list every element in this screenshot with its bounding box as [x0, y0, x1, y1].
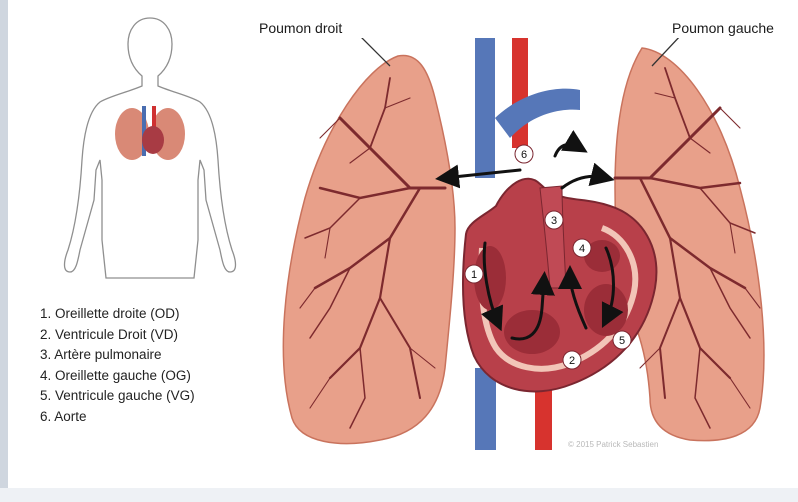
left-border-strip: [0, 0, 8, 502]
body-silhouette: [50, 10, 250, 290]
right-lung-leader: [358, 38, 390, 66]
legend-item-3: 3. Artère pulmonaire: [40, 345, 195, 366]
marker-2: 2: [563, 351, 581, 369]
legend-item-2: 2. Ventricule Droit (VD): [40, 325, 195, 346]
image-credit: © 2015 Patrick Sebastien: [568, 440, 658, 449]
marker-6: 6: [515, 145, 533, 163]
superior-vena-cava: [475, 38, 495, 178]
marker-6-label: 6: [521, 149, 527, 161]
heart-chamber-vg: [584, 284, 628, 336]
bottom-border-strip: [0, 488, 798, 502]
legend-item-4: 4. Oreillette gauche (OG): [40, 366, 195, 387]
marker-4: 4: [573, 239, 591, 257]
marker-1: 1: [465, 265, 483, 283]
heart-chamber-vd: [504, 310, 560, 354]
legend-list: 1. Oreillette droite (OD) 2. Ventricule …: [40, 304, 195, 427]
marker-5-label: 5: [619, 335, 625, 347]
left-lung-label: Poumon gauche: [672, 20, 774, 36]
marker-1-label: 1: [471, 269, 477, 281]
legend-item-5: 5. Ventricule gauche (VG): [40, 386, 195, 407]
right-lung-label: Poumon droit: [259, 20, 342, 36]
marker-5: 5: [613, 331, 631, 349]
legend-item-6: 6. Aorte: [40, 407, 195, 428]
marker-4-label: 4: [579, 243, 585, 255]
right-lung: [283, 55, 455, 443]
heart-lungs-illustration: 1 2 3 4 5 6: [270, 38, 798, 488]
pulmonary-vein-arch: [495, 89, 580, 138]
marker-2-label: 2: [569, 355, 575, 367]
inferior-vena-cava: [475, 368, 496, 450]
marker-3-label: 3: [551, 215, 557, 227]
marker-3: 3: [545, 211, 563, 229]
legend-item-1: 1. Oreillette droite (OD): [40, 304, 195, 325]
